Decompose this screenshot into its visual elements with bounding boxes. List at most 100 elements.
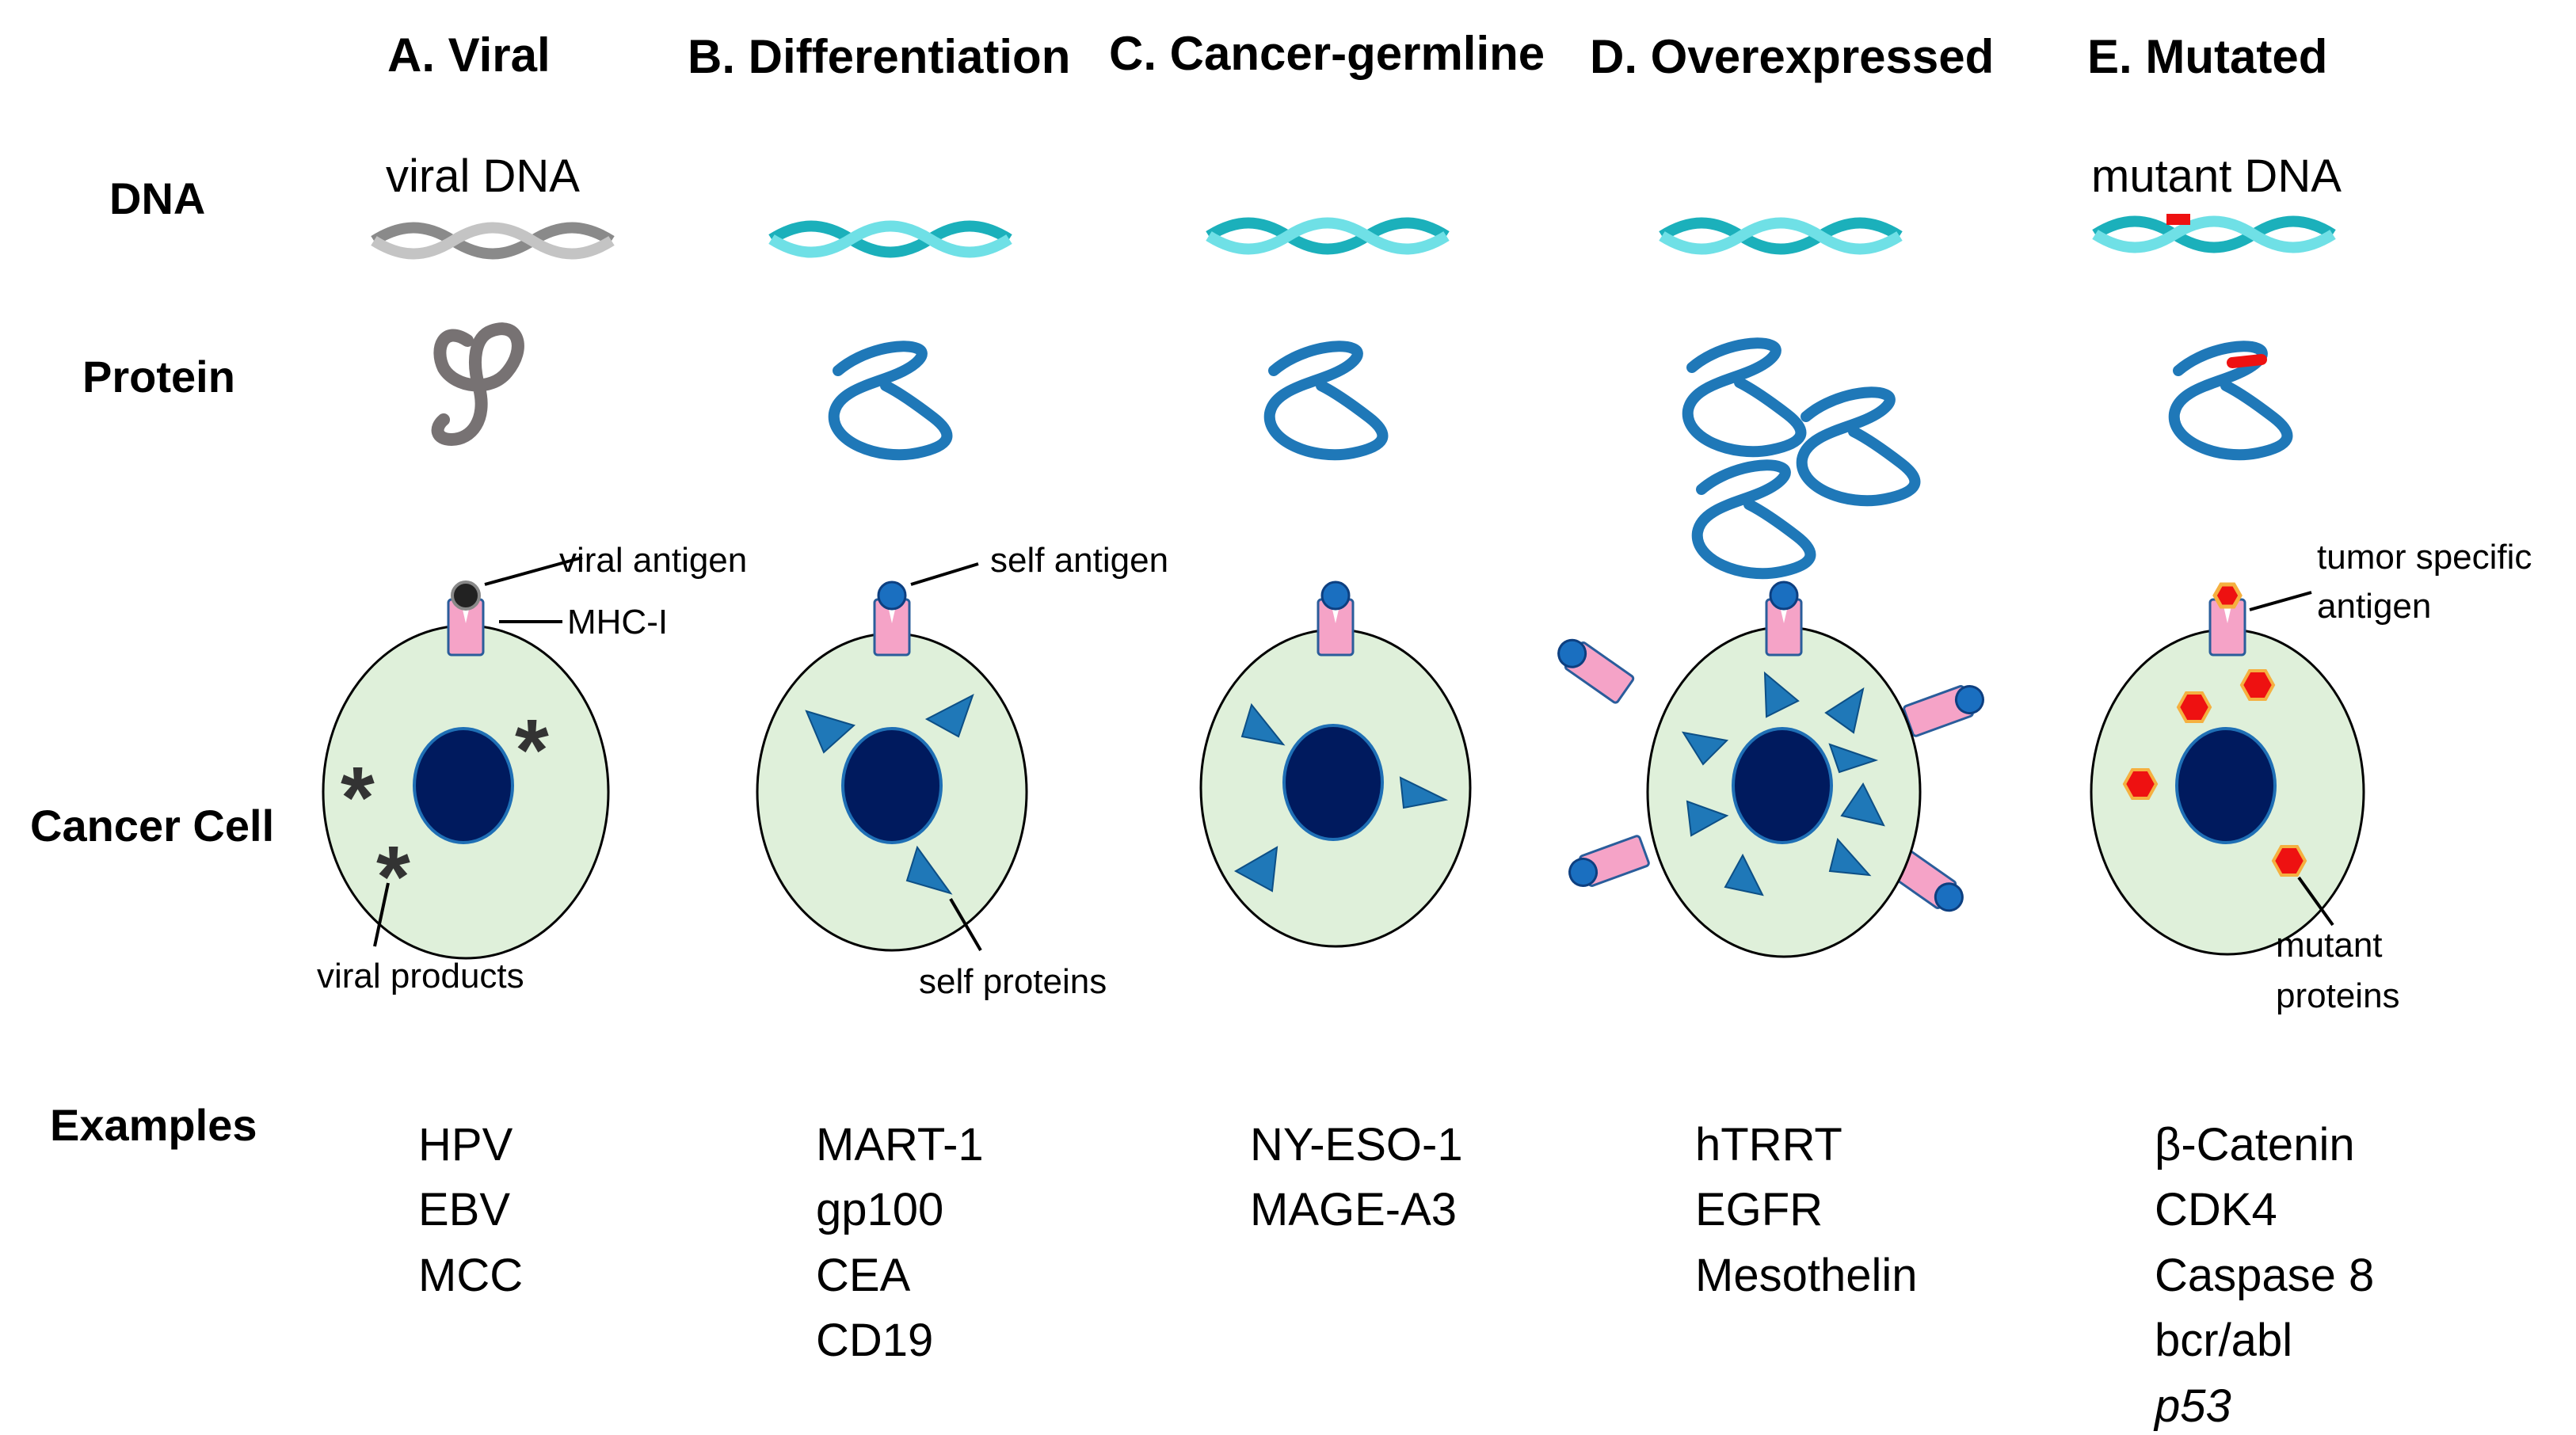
callout-line bbox=[2297, 876, 2334, 927]
row-label-protein: Protein bbox=[82, 352, 235, 402]
callout-line bbox=[910, 562, 979, 586]
self-protein-triangle bbox=[1824, 687, 1865, 734]
self-protein-triangle bbox=[1233, 846, 1278, 893]
mutated-cancer-cell bbox=[2090, 582, 2365, 956]
mhc-i-receptor bbox=[1903, 685, 1984, 737]
self-protein-triangle bbox=[1681, 731, 1729, 766]
example-item: CEA bbox=[816, 1250, 911, 1301]
mutation-marker bbox=[2166, 214, 2190, 225]
example-item: MCC bbox=[418, 1250, 523, 1301]
self-antigen bbox=[877, 580, 907, 611]
example-item: EBV bbox=[418, 1184, 510, 1235]
dna-label-viral: viral DNA bbox=[386, 150, 580, 202]
overexpressed-protein-1 bbox=[1688, 343, 1801, 451]
nucleus bbox=[413, 727, 514, 844]
nucleus bbox=[841, 727, 943, 844]
nucleus bbox=[1732, 727, 1833, 844]
self-protein-differentiation bbox=[834, 346, 947, 455]
self-protein-triangle bbox=[1724, 853, 1764, 896]
callout-line bbox=[2249, 591, 2312, 611]
viral-cancer-cell: * * * bbox=[322, 580, 610, 960]
example-item: EGFR bbox=[1695, 1184, 1823, 1235]
callout-line bbox=[949, 897, 982, 952]
self-protein-triangle bbox=[924, 693, 974, 738]
dna-label-mutant: mutant DNA bbox=[2091, 150, 2342, 202]
mutant-protein bbox=[2174, 346, 2288, 455]
callout-mutant-proteins-2: proteins bbox=[2276, 976, 2400, 1015]
callout-mhc-i: MHC-I bbox=[567, 603, 668, 641]
self-protein-cancer-germline bbox=[1270, 346, 1383, 455]
self-protein-triangle bbox=[1240, 702, 1286, 746]
example-item: hTRRT bbox=[1695, 1119, 1842, 1170]
examples-cancer-germline: NY-ESO-1 MAGE-A3 bbox=[1250, 1119, 1463, 1235]
row-label-dna: DNA bbox=[109, 173, 205, 223]
mutant-protein-hexagon bbox=[2272, 845, 2307, 877]
self-protein-triangle bbox=[1828, 743, 1879, 774]
self-antigen bbox=[1769, 580, 1799, 611]
dna-helix-differentiation bbox=[772, 226, 1009, 253]
self-protein-triangle bbox=[1828, 837, 1872, 877]
column-title-viral: A. Viral bbox=[387, 29, 551, 82]
callout-viral-products: viral products bbox=[317, 957, 524, 995]
row-label-cancer-cell: Cancer Cell bbox=[30, 801, 274, 851]
examples-mutated: β-Catenin CDK4 Caspase 8 bcr/abl p53 bbox=[2153, 1119, 2374, 1432]
example-item: gp100 bbox=[816, 1184, 943, 1235]
example-item: Mesothelin bbox=[1695, 1250, 1917, 1301]
nucleus bbox=[2175, 727, 2277, 844]
column-title-cancer-germline: C. Cancer-germline bbox=[1109, 27, 1545, 80]
differentiation-cancer-cell bbox=[756, 580, 1028, 952]
callout-tumor-specific-antigen-1: tumor specific bbox=[2317, 538, 2532, 577]
self-antigen bbox=[1320, 580, 1351, 611]
viral-product-asterisk: * bbox=[341, 749, 375, 847]
example-item: HPV bbox=[418, 1119, 513, 1170]
example-item: NY-ESO-1 bbox=[1250, 1119, 1463, 1170]
viral-dna-helix bbox=[374, 228, 612, 254]
nucleus bbox=[1282, 724, 1384, 841]
column-title-differentiation: B. Differentiation bbox=[688, 30, 1070, 83]
viral-product-asterisk: * bbox=[515, 702, 549, 799]
example-item: CD19 bbox=[816, 1315, 933, 1366]
viral-antigen bbox=[451, 580, 481, 611]
callout-line bbox=[373, 882, 390, 947]
example-item: p53 bbox=[2153, 1380, 2231, 1432]
callout-line bbox=[484, 556, 583, 586]
self-protein-triangle bbox=[1399, 776, 1449, 809]
viral-protein bbox=[431, 322, 524, 446]
tumor-specific-antigen bbox=[2212, 582, 2243, 609]
examples-viral: HPV EBV MCC bbox=[418, 1119, 523, 1301]
mhc-i-receptor bbox=[1568, 835, 1650, 887]
example-item: bcr/abl bbox=[2155, 1315, 2292, 1366]
example-item: Caspase 8 bbox=[2155, 1250, 2374, 1301]
dna-helix-cancer-germline bbox=[1209, 223, 1446, 249]
self-protein-triangle bbox=[1763, 671, 1800, 718]
mutant-dna-helix bbox=[2095, 214, 2333, 248]
mhc-i-receptor bbox=[1557, 638, 1635, 704]
examples-differentiation: MART-1 gp100 CEA CD19 bbox=[816, 1119, 984, 1366]
callout-self-proteins: self proteins bbox=[919, 962, 1107, 1001]
mutant-protein-hexagon bbox=[2177, 691, 2212, 723]
column-title-mutated: E. Mutated bbox=[2087, 30, 2327, 83]
callout-self-antigen: self antigen bbox=[990, 541, 1168, 580]
example-item: CDK4 bbox=[2155, 1184, 2277, 1235]
mutant-protein-hexagon bbox=[2240, 669, 2275, 701]
mutation-site bbox=[2227, 354, 2267, 368]
self-protein-triangle bbox=[1840, 782, 1885, 827]
callout-mutant-proteins-1: mutant bbox=[2276, 926, 2383, 965]
callout-viral-antigen: viral antigen bbox=[559, 541, 747, 580]
examples-overexpressed: hTRRT EGFR Mesothelin bbox=[1695, 1119, 1917, 1301]
cancer-germline-cancer-cell bbox=[1199, 580, 1472, 948]
self-protein-triangle bbox=[1686, 800, 1729, 837]
mutant-protein-hexagon bbox=[2123, 768, 2158, 800]
overexpressed-protein-3 bbox=[1698, 465, 1811, 573]
column-title-overexpressed: D. Overexpressed bbox=[1590, 30, 1994, 83]
dna-helix-overexpressed bbox=[1662, 223, 1900, 249]
example-item: MART-1 bbox=[816, 1119, 984, 1170]
row-label-examples: Examples bbox=[50, 1100, 257, 1150]
overexpressed-protein-2 bbox=[1802, 392, 1915, 501]
overexpressed-cancer-cell bbox=[1557, 580, 1984, 958]
self-protein-triangle bbox=[905, 845, 953, 895]
example-item: MAGE-A3 bbox=[1250, 1184, 1457, 1235]
example-item: β-Catenin bbox=[2155, 1119, 2355, 1170]
callout-tumor-specific-antigen-2: antigen bbox=[2317, 587, 2431, 626]
